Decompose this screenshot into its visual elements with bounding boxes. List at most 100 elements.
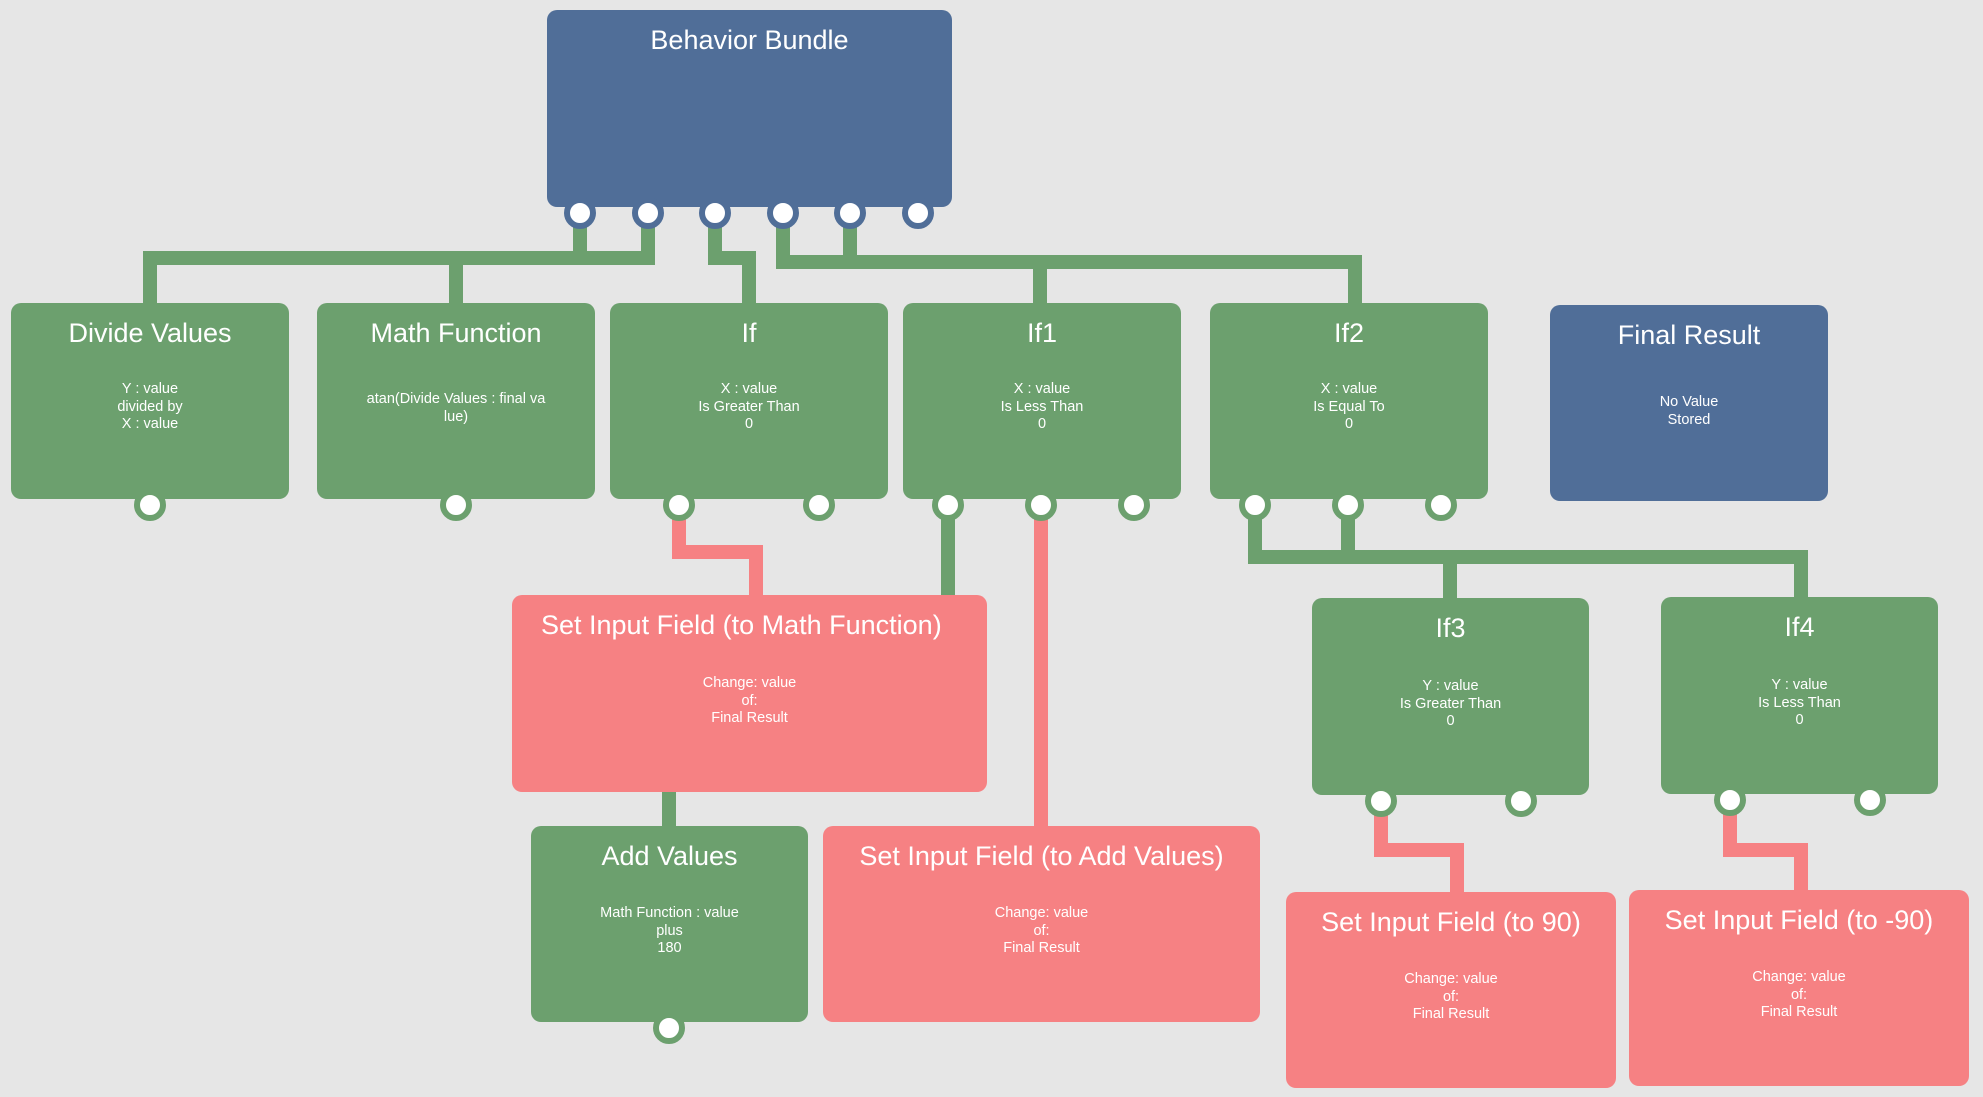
description-line: lue) xyxy=(443,408,469,425)
node-description: Change: value of: Final Result xyxy=(1637,969,1961,1022)
wire-bundle-to-if xyxy=(708,205,756,305)
node-description: Y : value divided by X : value xyxy=(19,381,281,434)
description-line: 180 xyxy=(657,940,682,956)
node-title: Final Result xyxy=(1617,320,1761,350)
description-line: 0 xyxy=(1037,416,1047,432)
output-port[interactable] xyxy=(1025,489,1057,521)
description-line: of: xyxy=(1033,922,1050,939)
description-line: Is Greater Than xyxy=(1399,695,1502,712)
node-title: Math Function xyxy=(370,318,542,348)
node-title: If xyxy=(741,318,757,348)
output-port[interactable] xyxy=(902,197,934,229)
true-output-port[interactable] xyxy=(1365,785,1397,817)
description-line: 0 xyxy=(1446,713,1455,729)
node-title: Set Input Field (to Add Values) xyxy=(859,841,1224,871)
true-output-port[interactable] xyxy=(663,489,695,521)
node-title: If1 xyxy=(1026,318,1058,348)
output-port[interactable] xyxy=(834,197,866,229)
description-line: 0 xyxy=(744,416,754,432)
wire-if3-to-set-input-90 xyxy=(1374,795,1464,893)
wire-if2-to-if4 xyxy=(1341,500,1808,600)
false-output-port[interactable] xyxy=(1854,784,1886,816)
node-description: Y : value Is Less Than 0 xyxy=(1669,677,1930,730)
description-line: Is Less Than xyxy=(1758,694,1841,711)
description-line: No Value xyxy=(1659,394,1719,410)
node-description: Change: value of: Final Result xyxy=(831,905,1252,958)
node-title: Divide Values xyxy=(68,318,232,348)
node-description: X : value Is Equal To 0 xyxy=(1218,381,1480,434)
description-line: Is Greater Than xyxy=(698,398,800,415)
false-output-port[interactable] xyxy=(803,489,835,521)
node-description: X : value Is Greater Than 0 xyxy=(618,381,880,434)
output-port[interactable] xyxy=(1118,489,1150,521)
description-line: X : value xyxy=(720,381,778,397)
description-line: Final Result xyxy=(711,710,788,726)
description-line: plus xyxy=(656,922,683,939)
node-description: No Value Stored xyxy=(1558,394,1820,429)
if1-node[interactable]: If1 X : value Is Less Than 0 xyxy=(903,303,1181,521)
output-port[interactable] xyxy=(699,197,731,229)
description-line: Change: value xyxy=(1752,969,1846,985)
node-description: Math Function : value plus 180 xyxy=(539,905,800,958)
output-port[interactable] xyxy=(1332,489,1364,521)
node-title: Behavior Bundle xyxy=(650,25,849,55)
set-input-field-add-values-node[interactable]: Set Input Field (to Add Values) Change: … xyxy=(823,826,1260,1022)
description-line: Y : value xyxy=(121,381,179,397)
description-line: Stored xyxy=(1667,411,1711,428)
description-line: of: xyxy=(1790,986,1808,1003)
set-input-field-neg90-node[interactable]: Set Input Field (to -90) Change: value o… xyxy=(1629,890,1969,1086)
node-title: If2 xyxy=(1333,318,1365,348)
if4-node[interactable]: If4 Y : value Is Less Than 0 xyxy=(1661,597,1938,816)
if-node[interactable]: If X : value Is Greater Than 0 xyxy=(610,303,888,521)
description-line: Is Less Than xyxy=(1000,398,1084,415)
node-title: Set Input Field (to -90) xyxy=(1664,905,1934,935)
output-port[interactable] xyxy=(932,489,964,521)
output-port[interactable] xyxy=(1239,489,1271,521)
wire-bundle-to-if2 xyxy=(843,205,1362,305)
true-output-port[interactable] xyxy=(1714,784,1746,816)
description-line: divided by xyxy=(117,398,183,415)
divide-values-node[interactable]: Divide Values Y : value divided by X : v… xyxy=(11,303,289,521)
node-title: If4 xyxy=(1784,612,1815,642)
description-line: Change: value xyxy=(994,905,1089,921)
description-line: X : value xyxy=(1013,381,1071,397)
output-port[interactable] xyxy=(440,489,472,521)
description-line: Final Result xyxy=(1760,1004,1838,1020)
output-port[interactable] xyxy=(564,197,596,229)
node-description: Change: value of: Final Result xyxy=(1294,971,1608,1024)
node-title: If3 xyxy=(1435,613,1466,643)
set-input-field-90-node[interactable]: Set Input Field (to 90) Change: value of… xyxy=(1286,892,1616,1088)
behavior-bundle-node[interactable]: Behavior Bundle xyxy=(547,10,952,229)
node-description: X : value Is Less Than 0 xyxy=(911,381,1173,434)
output-port[interactable] xyxy=(653,1012,685,1044)
description-line: 0 xyxy=(1344,416,1354,432)
math-function-node[interactable]: Math Function atan(Divide Values : final… xyxy=(317,303,595,521)
false-output-port[interactable] xyxy=(1505,785,1537,817)
description-line: Math Function : value xyxy=(600,905,739,921)
description-line: Y : value xyxy=(1771,677,1828,693)
set-input-field-math-function-node[interactable]: Set Input Field (to Math Function) Chang… xyxy=(512,595,987,792)
description-line: Is Equal To xyxy=(1313,398,1385,415)
node-description: Y : value Is Greater Than 0 xyxy=(1320,678,1581,731)
output-port[interactable] xyxy=(134,489,166,521)
node-title: Set Input Field (to Math Function) xyxy=(541,610,942,640)
description-line: Change: value xyxy=(702,675,797,691)
wire-bundle-to-divide-values xyxy=(143,205,587,305)
output-port[interactable] xyxy=(632,197,664,229)
final-result-node[interactable]: Final Result No Value Stored xyxy=(1550,305,1828,501)
description-line: Final Result xyxy=(1412,1006,1490,1022)
wire-bundle-to-math-function xyxy=(449,205,655,305)
description-line: X : value xyxy=(1320,381,1378,397)
add-values-node[interactable]: Add Values Math Function : value plus 18… xyxy=(531,826,808,1044)
description-line: of: xyxy=(741,692,758,709)
node-title: Set Input Field (to 90) xyxy=(1321,907,1581,937)
description-line: 0 xyxy=(1795,712,1804,728)
if3-node[interactable]: If3 Y : value Is Greater Than 0 xyxy=(1312,598,1589,817)
if2-node[interactable]: If2 X : value Is Equal To 0 xyxy=(1210,303,1488,521)
output-port[interactable] xyxy=(767,197,799,229)
node-description: atan(Divide Values : final va lue) xyxy=(325,391,587,426)
wire-if4-to-set-input-neg90 xyxy=(1723,795,1808,891)
output-port[interactable] xyxy=(1425,489,1457,521)
description-line: atan(Divide Values : final va xyxy=(366,391,546,407)
wire-if-to-set-input-math xyxy=(672,500,763,595)
